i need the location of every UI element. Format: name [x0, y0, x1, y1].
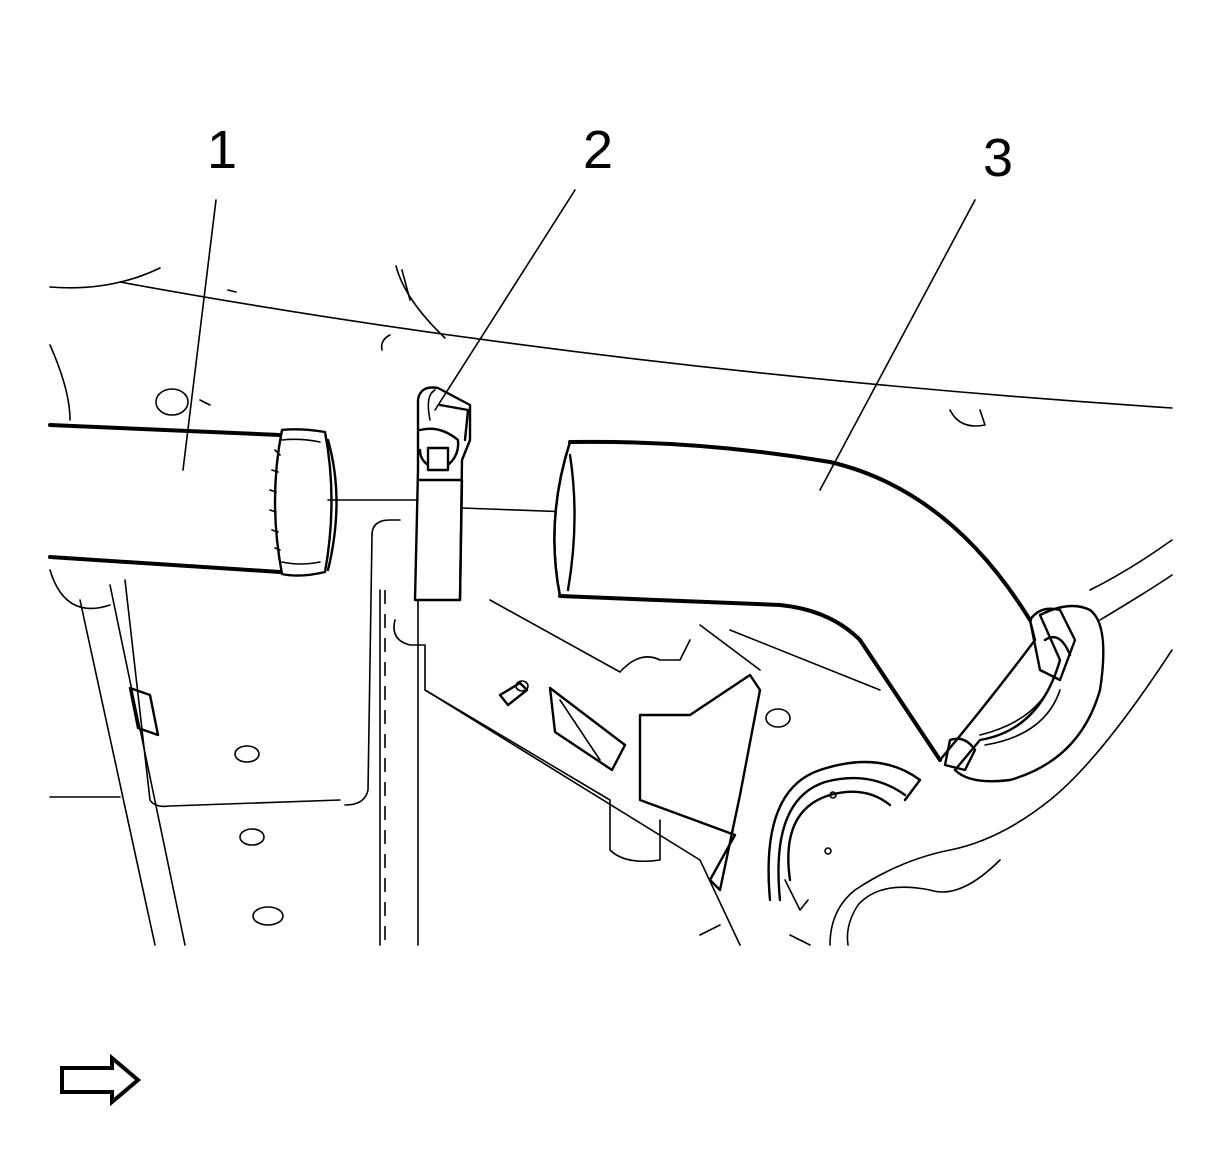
callout-2-label: 2 [583, 120, 613, 180]
vehicle-underbody [49, 265, 1173, 946]
forward-arrow-icon [60, 1053, 142, 1107]
rear-exhaust-pipe [553, 439, 1105, 783]
leader-lines [182, 189, 976, 491]
callout-1-label: 1 [207, 120, 237, 180]
exhaust-clamp [413, 386, 472, 602]
assembly-center-line [327, 499, 571, 513]
leader-line-3 [819, 199, 976, 491]
callout-3-label: 3 [983, 128, 1013, 188]
leader-line-2 [434, 189, 576, 411]
front-exhaust-pipe [48, 423, 338, 577]
leader-line-1 [182, 199, 217, 471]
